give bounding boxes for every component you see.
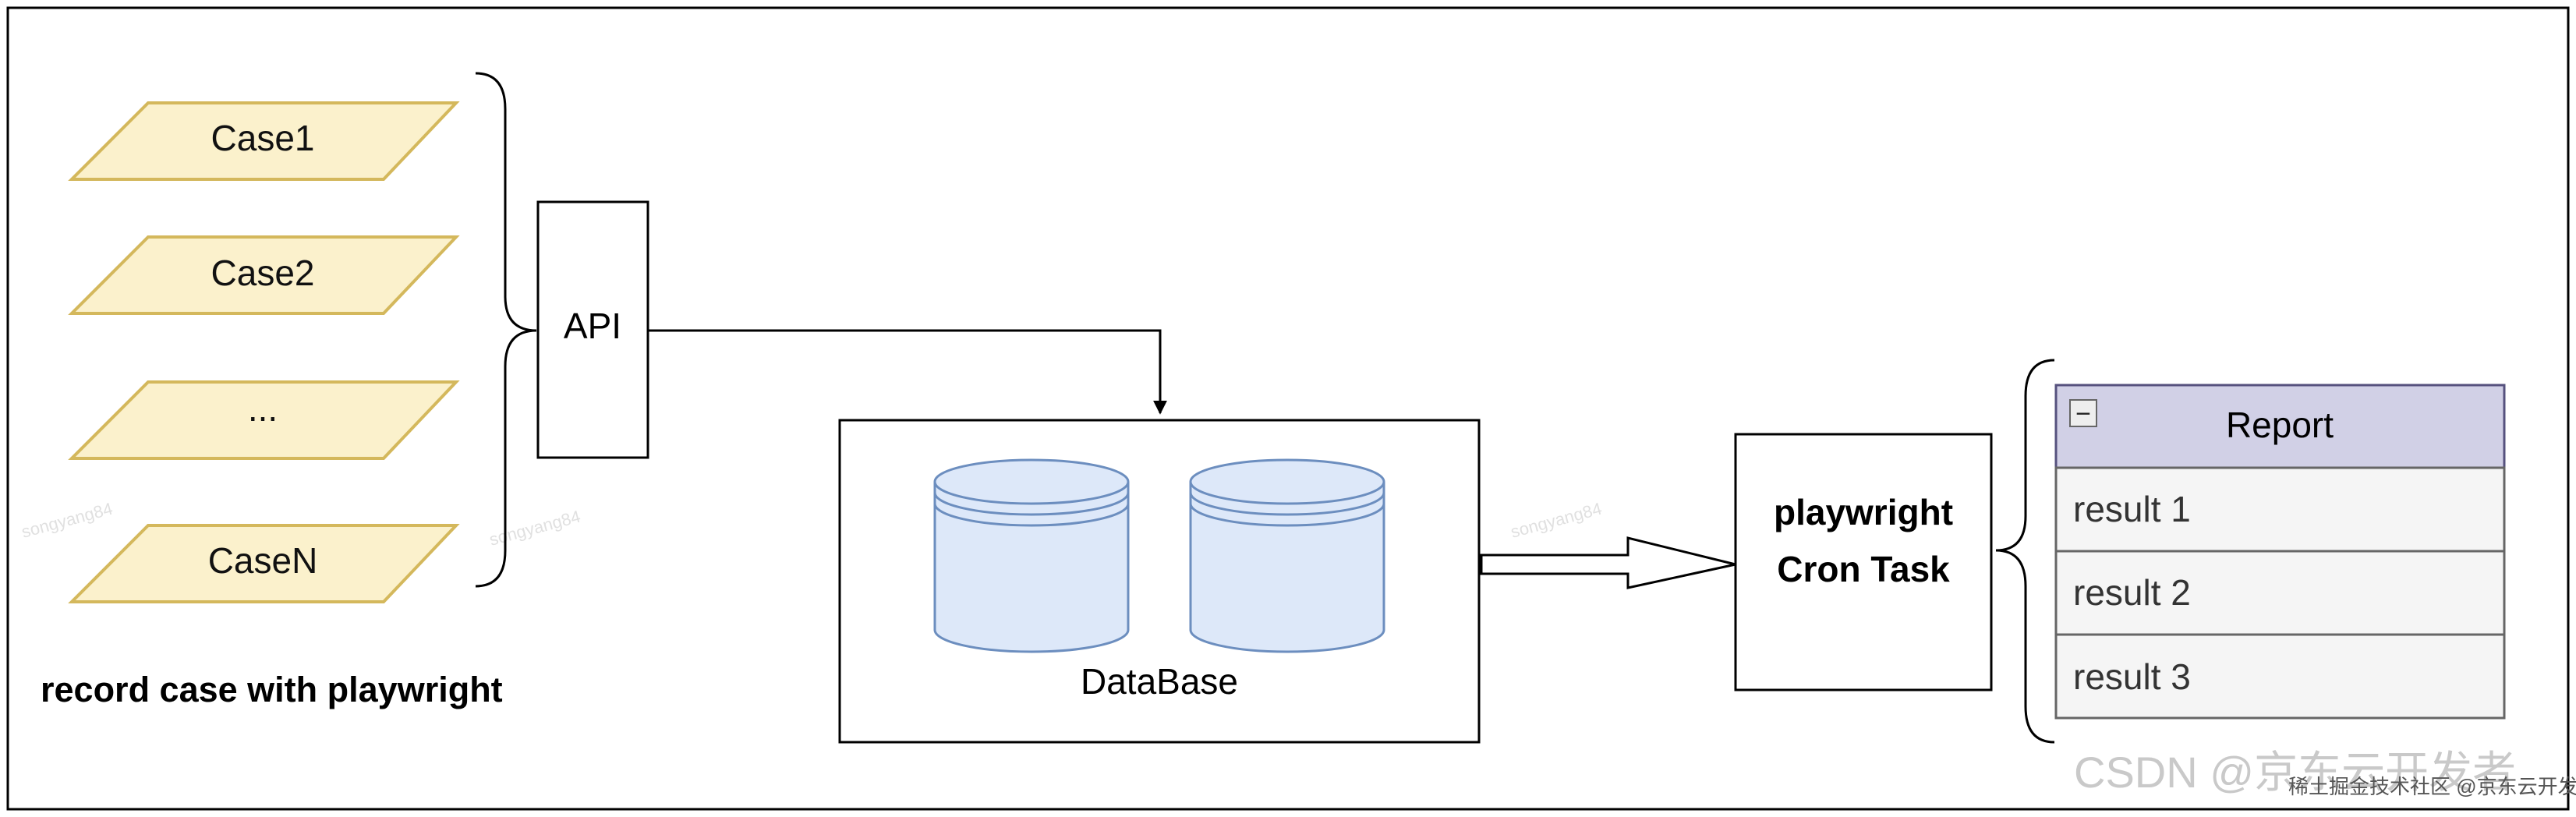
case-label: Case2 bbox=[211, 253, 315, 293]
case-item: Case2 bbox=[68, 235, 460, 315]
api-label: API bbox=[564, 306, 621, 346]
case-group-brace bbox=[475, 72, 537, 588]
api-to-database-connector bbox=[648, 329, 1167, 415]
report-row-label: result 1 bbox=[2073, 489, 2191, 529]
database-cylinder-icon bbox=[1189, 458, 1385, 653]
juejin-watermark: 稀土掘金技术社区 @京东云开发者 bbox=[2288, 775, 2576, 798]
report-table: − Report result 1 result 2 result 3 bbox=[2054, 384, 2506, 720]
case-label: CaseN bbox=[208, 540, 318, 581]
database-to-cron-arrow bbox=[1480, 536, 1736, 589]
report-title: Report bbox=[2226, 405, 2334, 445]
case-shape bbox=[68, 524, 460, 603]
cron-task-title: playwright bbox=[1774, 492, 1953, 532]
report-row-label: result 2 bbox=[2073, 572, 2191, 613]
api-box bbox=[536, 200, 649, 459]
report-group-brace bbox=[1995, 359, 2055, 744]
case-label: ... bbox=[248, 388, 278, 429]
cron-task-box bbox=[1734, 433, 1993, 691]
case-label: Case1 bbox=[211, 118, 315, 158]
cron-task-subtitle: Cron Task bbox=[1777, 549, 1950, 589]
database-cylinder-icon bbox=[933, 458, 1130, 653]
case-shape bbox=[68, 380, 460, 460]
case-shape bbox=[68, 101, 460, 181]
collapse-toggle-icon[interactable] bbox=[2069, 399, 2097, 427]
report-row bbox=[2054, 550, 2506, 636]
case-item: CaseN bbox=[68, 524, 460, 603]
csdn-watermark: CSDN @京东云开发者 bbox=[2074, 748, 2516, 797]
case-item: ... bbox=[68, 380, 460, 460]
report-header bbox=[2054, 384, 2506, 469]
case-shape bbox=[68, 235, 460, 315]
report-row bbox=[2054, 633, 2506, 720]
case-item: Case1 bbox=[68, 101, 460, 181]
report-row-label: result 3 bbox=[2073, 656, 2191, 697]
record-caption: record case with playwright bbox=[41, 670, 503, 709]
report-row bbox=[2054, 466, 2506, 553]
collapse-toggle-symbol: − bbox=[2075, 399, 2091, 429]
case-list: Case1 Case2 ... CaseN bbox=[68, 101, 460, 603]
database-label: DataBase bbox=[1081, 661, 1238, 702]
